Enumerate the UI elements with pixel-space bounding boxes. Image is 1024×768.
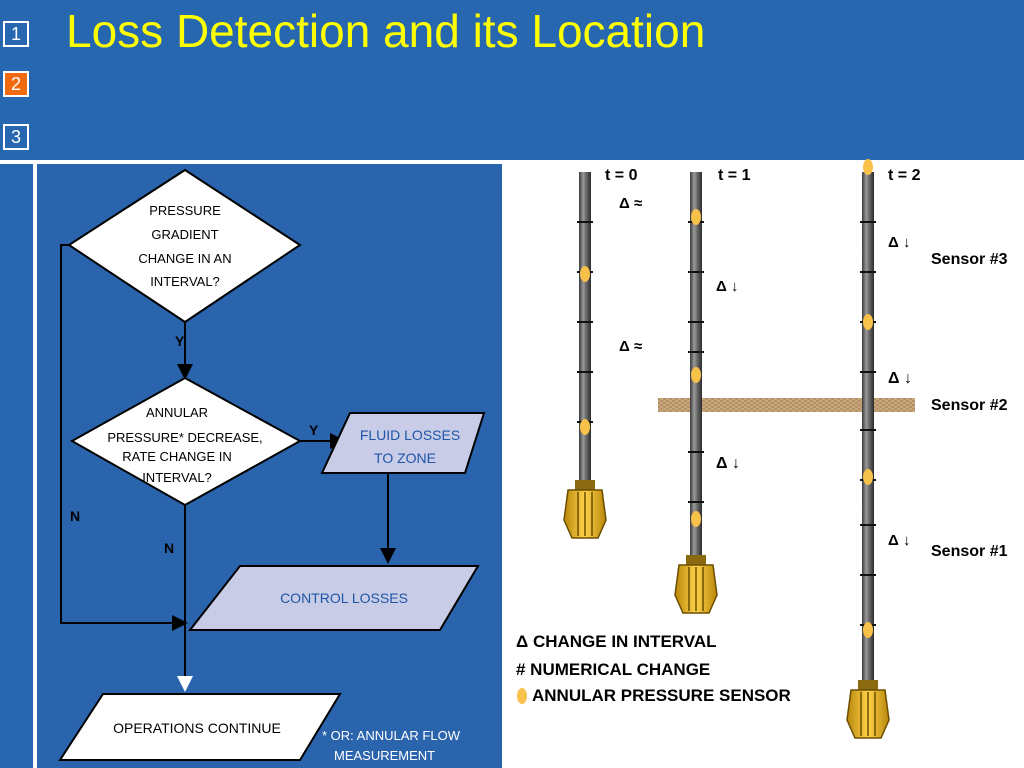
well-t0-label: t = 0: [605, 167, 638, 184]
well-t2-delta-c: Δ ↓: [888, 532, 911, 549]
well-t2-label: t = 2: [888, 167, 921, 184]
terminal-operations-continue: [58, 693, 342, 761]
annular-pressure-sensors: [580, 159, 873, 638]
well-t2-delta-a: Δ ↓: [888, 234, 911, 251]
decision-pressure-gradient: [67, 168, 302, 324]
well-t0: [563, 172, 607, 539]
fluid-losses-line2: TO ZONE: [374, 450, 436, 466]
well-t1: [674, 172, 718, 614]
flow-connectors: [60, 244, 396, 692]
sensor-2-label: Sensor #2: [931, 397, 1008, 414]
nav-slide-1[interactable]: 1: [3, 21, 29, 47]
decision1-line1: PRESSURE: [149, 203, 221, 218]
yes-label-2: Y: [309, 422, 319, 438]
sensor-3-label: Sensor #3: [931, 251, 1008, 268]
drill-bit-icon: [674, 555, 718, 614]
left-nav-divider: [33, 164, 37, 768]
process-control-losses: [187, 565, 480, 631]
decision2-line3: RATE CHANGE IN: [122, 449, 232, 464]
well-t2-delta-b: Δ ↓: [888, 370, 912, 387]
footnote-line2: MEASUREMENT: [334, 748, 436, 763]
yes-label-1: Y: [175, 333, 185, 349]
drill-bit-icon: [563, 480, 607, 539]
well-t0-delta-mid: Δ ≈: [619, 338, 643, 355]
left-nav-strip: [0, 164, 33, 768]
well-t0-delta-top: Δ ≈: [619, 195, 643, 212]
sensor-1-label: Sensor #1: [931, 543, 1008, 560]
no-label-1: N: [70, 508, 81, 524]
decision-annular-pressure: [69, 376, 303, 507]
decision1-line2: GRADIENT: [151, 227, 219, 242]
decision2-line2: PRESSURE* DECREASE,: [107, 430, 263, 445]
header-divider: [0, 160, 1024, 164]
operations-continue-label: OPERATIONS CONTINUE: [113, 720, 281, 736]
decision1-line4: INTERVAL?: [150, 274, 220, 289]
legend-sensor: ANNULAR PRESSURE SENSOR: [532, 686, 791, 705]
nav-slide-2[interactable]: 2: [3, 71, 29, 97]
nav-slide-3[interactable]: 3: [3, 124, 29, 150]
formation-layer: [658, 398, 915, 412]
decision2-line4: INTERVAL?: [142, 470, 212, 485]
fluid-losses-line1: FLUID LOSSES: [359, 427, 461, 443]
well-t1-delta-b: Δ ↓: [716, 455, 740, 472]
page-title: Loss Detection and its Location: [66, 5, 706, 57]
footnote-line1: * OR: ANNULAR FLOW: [322, 728, 460, 743]
control-losses-label: CONTROL LOSSES: [280, 590, 408, 606]
decision1-line3: CHANGE IN AN: [138, 251, 232, 266]
drill-bit-icon: [846, 680, 890, 739]
header-bar: [0, 0, 1024, 160]
process-fluid-losses: [320, 412, 486, 474]
well-t2: [846, 172, 890, 739]
legend-numerical: # NUMERICAL CHANGE: [516, 660, 711, 679]
well-t1-delta-a: Δ ↓: [716, 278, 739, 295]
well-t1-label: t = 1: [718, 167, 751, 184]
decision2-line1: ANNULAR: [145, 405, 209, 420]
no-label-2: N: [164, 540, 175, 556]
sensor-legend-icon: [517, 688, 527, 704]
legend-change: Δ CHANGE IN INTERVAL: [516, 632, 717, 651]
